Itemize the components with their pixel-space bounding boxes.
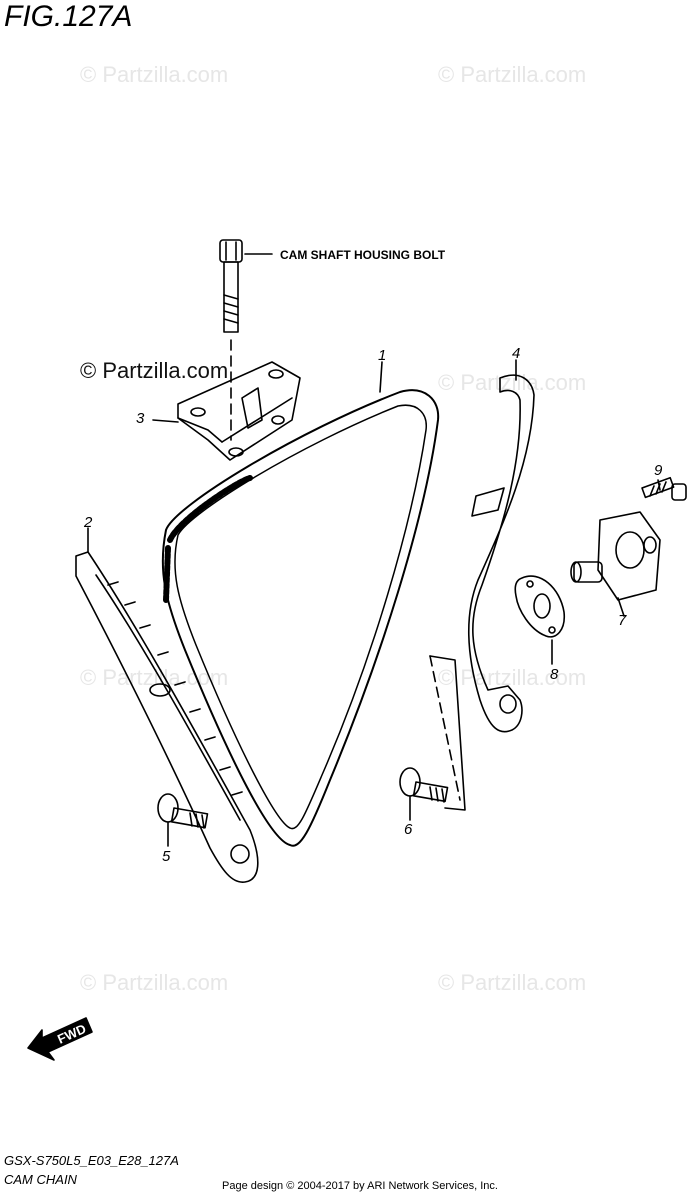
figure-title: FIG.127A: [4, 0, 133, 33]
part-7-drawing: [570, 511, 661, 617]
callout-1: 1: [378, 347, 387, 364]
watermark: © Partzilla.com: [438, 970, 587, 995]
fwd-arrow-icon: [27, 1017, 93, 1061]
part-6-drawing: [399, 767, 449, 821]
callout-4: 4: [512, 345, 521, 362]
cam-shaft-housing-bolt-label: CAM SHAFT HOUSING BOLT: [280, 248, 446, 262]
part-4-drawing: [468, 359, 535, 733]
part-3-drawing: [152, 361, 301, 461]
watermark: © Partzilla.com: [438, 665, 587, 690]
cam-shaft-housing-bolt-drawing: [219, 239, 273, 441]
part-5-drawing: [157, 793, 209, 847]
part-8-drawing: [514, 575, 566, 665]
callout-2: 2: [84, 514, 93, 531]
part-9-drawing: [641, 476, 687, 501]
part-2-drawing: [75, 527, 259, 883]
callout-3: 3: [136, 410, 145, 427]
callout-7: 7: [618, 612, 627, 629]
watermark: © Partzilla.com: [80, 970, 229, 995]
callout-8: 8: [550, 666, 559, 683]
diagram-name: CAM CHAIN: [4, 1172, 77, 1187]
watermark-highlighted: © Partzilla.com: [80, 358, 229, 383]
diagram-code: GSX-S750L5_E03_E28_127A: [4, 1153, 179, 1168]
watermark: © Partzilla.com: [438, 62, 587, 87]
copyright-notice: Page design © 2004-2017 by ARI Network S…: [222, 1180, 498, 1192]
fwd-label: FWD: [55, 1021, 88, 1047]
callout-5: 5: [162, 848, 171, 865]
part-1-cam-chain-drawing: [161, 361, 440, 847]
callout-6: 6: [404, 821, 413, 838]
watermark: © Partzilla.com: [80, 62, 229, 87]
callout-9: 9: [654, 462, 663, 479]
